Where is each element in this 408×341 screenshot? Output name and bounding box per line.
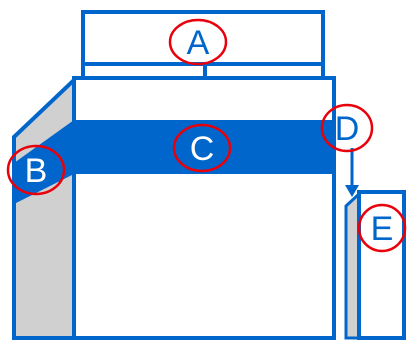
callout-c-circle — [172, 123, 232, 173]
part-d — [345, 148, 359, 197]
label-a: A — [187, 24, 210, 62]
part-b — [12, 75, 76, 340]
callout-d: D — [320, 103, 374, 153]
callout-e-circle — [357, 203, 407, 253]
label-c: C — [190, 130, 215, 168]
part-e — [344, 190, 406, 340]
part-b-band-shade — [14, 120, 74, 204]
callout-d-circle — [320, 103, 374, 153]
callout-e: E — [357, 203, 407, 253]
callout-a-circle — [168, 18, 228, 66]
label-d: D — [335, 110, 360, 148]
callout-c: C — [172, 123, 232, 173]
callout-b-circle — [6, 144, 66, 196]
callout-a: A — [168, 18, 228, 66]
label-b: B — [25, 152, 48, 190]
part-e-box — [357, 190, 406, 340]
callout-b: B — [6, 144, 66, 196]
part-c-band — [74, 120, 334, 174]
part-c — [72, 76, 336, 340]
part-d-arrow-head — [345, 185, 359, 197]
label-e: E — [371, 210, 394, 248]
part-b-side-panel — [12, 75, 76, 340]
part-c-main-box — [72, 76, 336, 340]
